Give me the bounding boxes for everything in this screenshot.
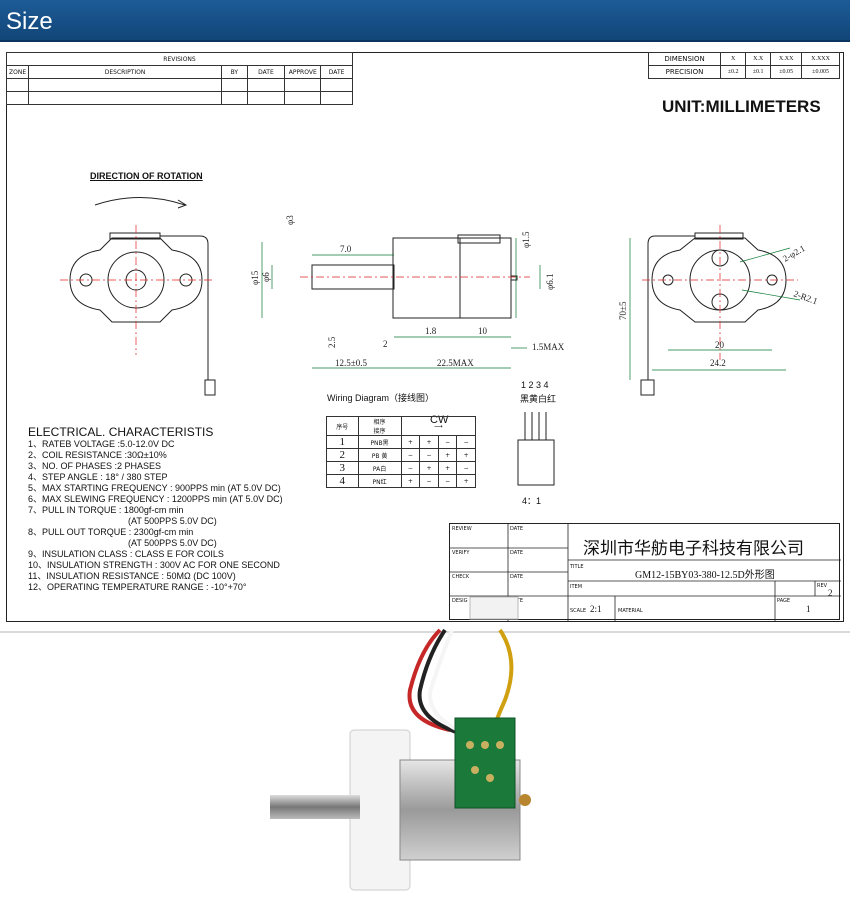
dim-20: 20	[715, 340, 725, 350]
side-view-terminal	[457, 234, 501, 244]
left-view-wire	[160, 235, 209, 380]
dim-2: 2	[383, 339, 388, 349]
left-view-connector	[204, 379, 216, 396]
elec-line-9: 8、PULL OUT TORQUE : 2300gf-cm min	[28, 527, 194, 537]
revisions-table: REVISIONS ZONE DESCRIPTION BY DATE APPRO…	[5, 52, 353, 105]
tb-rev-value: 2	[828, 588, 833, 598]
wire-connector-photo	[469, 596, 519, 620]
dimension-table: DIMENSION X X.X X.XX X.XXX PRECISION ±0.…	[647, 52, 840, 79]
elec-line-6: 6、MAX SLEWING FREQUENCY : 1200PPS min (A…	[28, 494, 283, 504]
motor-shaft-photo	[270, 795, 360, 819]
wiring-row-1-v1: +	[400, 435, 421, 449]
dim-1-5-dia: φ1.5	[521, 231, 531, 248]
right-view-connector	[640, 379, 655, 396]
elec-line-5: 5、MAX STARTING FREQUENCY : 900PPS min (A…	[28, 483, 281, 493]
tb-rev-label: REV	[817, 583, 828, 589]
dim-22-5: 22.5MAX	[437, 358, 474, 368]
tb-verify-date: DATE	[510, 550, 524, 556]
precision-4: ±0.005	[801, 65, 840, 79]
dim-6: φ6	[261, 272, 271, 282]
unit-label: UNIT:MILLIMETERS	[662, 97, 821, 116]
elec-line-10: (AT 500PPS 5.0V DC)	[128, 538, 217, 548]
elec-line-13: 11、INSULATION RESISTANCE : 50MΩ (DC 100V…	[28, 571, 236, 581]
elec-line-7: 7、PULL IN TORQUE : 1800gf-cm min	[28, 505, 184, 515]
section-header: Size	[0, 0, 850, 42]
precision-3: ±0.05	[770, 65, 803, 79]
elec-line-8: (AT 500PPS 5.0V DC)	[128, 516, 217, 526]
center-lines	[60, 225, 798, 360]
dim-1-5max: 1.5MAX	[532, 342, 565, 352]
dim-2-5: 2.5	[327, 336, 337, 348]
tb-review: REVIEW	[452, 526, 472, 532]
dim-12-5: 12.5±0.5	[335, 358, 367, 368]
tb-page-label: PAGE	[777, 598, 791, 604]
gear-ratio: 4：1	[522, 496, 542, 506]
pin-colors: 黑黄白红	[520, 394, 557, 404]
elec-line-1: 1、RATEB VOLTAGE :5.0-12.0V DC	[28, 439, 175, 449]
pin-wires	[524, 412, 547, 440]
rotation-title: DIRECTION OF ROTATION	[90, 171, 203, 181]
electrical-characteristics: ELECTRICAL. CHARACTERISTIS 1、RATEB VOLTA…	[28, 425, 283, 593]
drawing-sheet	[6, 52, 844, 622]
tb-design: DESIG	[452, 598, 468, 604]
company-name: 深圳市华舫电子科技有限公司	[583, 539, 804, 559]
dim-shaft: φ3	[285, 215, 295, 225]
title-block-grid	[450, 524, 841, 621]
rear-bushing-photo	[519, 794, 531, 806]
dim-1-8: 1.8	[425, 326, 437, 336]
wiring-row-4-v2: −	[419, 474, 439, 488]
wiring-table: 序号 相序接序 ⟶ 1 PNB黑 + + − − 2 PB 黄 − − + + …	[326, 416, 477, 488]
tb-title-label: TITLE	[570, 564, 584, 570]
tb-check-date: DATE	[510, 574, 524, 580]
wiring-head-c-text: 接序	[373, 428, 386, 435]
right-view-wire	[647, 235, 695, 380]
tb-page-value: 1	[806, 604, 811, 614]
elec-line-12: 10、INSULATION STRENGTH : 300V AC FOR ONE…	[28, 560, 280, 570]
dim-24-2: 24.2	[710, 358, 726, 368]
section-title: Size	[6, 8, 53, 35]
tb-verify: VERIFY	[452, 550, 470, 556]
pin-numbers: 1 2 3 4	[521, 380, 549, 390]
pcb-photo	[454, 717, 516, 809]
tb-item-label: ITEM	[570, 584, 583, 590]
elec-line-3: 3、NO. OF PHASES :2 PHASES	[28, 461, 162, 471]
tb-review-date: DATE	[510, 526, 524, 532]
pin-connector	[517, 439, 555, 486]
wire-black	[417, 628, 466, 737]
left-view-flange	[69, 237, 203, 323]
rotation-arrow	[94, 197, 186, 206]
tb-material-label: MATERIAL	[618, 608, 643, 614]
dimension-lines	[261, 238, 801, 380]
tb-check: CHECK	[452, 574, 470, 580]
wire-white	[427, 629, 479, 740]
drawing-number: GM12-15BY03-380-12.5D外形图	[635, 570, 775, 581]
side-view-rear-shaft	[510, 275, 518, 281]
divider	[0, 631, 850, 633]
elec-line-14: 12、OPERATING TEMPERATURE RANGE : -10°+70…	[28, 582, 247, 592]
elec-line-4: 4、STEP ANGLE : 18° / 380 STEP	[28, 472, 168, 482]
dim-10: 10	[478, 326, 488, 336]
wiring-row-4-name: PN红	[357, 474, 402, 488]
dim-70: 70±5	[618, 301, 628, 320]
title-block: REVIEW DATE VERIFY DATE CHECK DATE DESIG…	[449, 523, 841, 621]
right-view-boss-1	[711, 249, 729, 267]
elec-line-2: 2、COIL RESISTANCE :30Ω±10%	[28, 450, 167, 460]
wiring-head-b-text: 相序	[373, 419, 386, 426]
wire-red	[407, 628, 451, 732]
wiring-row-4-v1: +	[400, 474, 421, 488]
dim-6-1: φ6.1	[545, 274, 555, 290]
dim-7: 7.0	[340, 244, 352, 254]
rotation-arrow-head	[177, 199, 188, 209]
wiring-row-4-v4: +	[456, 474, 476, 488]
elec-line-11: 9、INSULATION CLASS : CLASS E FOR COILS	[28, 549, 224, 559]
precision-2: ±0.1	[745, 65, 772, 79]
wiring-row-4-n: 4	[326, 474, 359, 488]
tb-scale-value: 2:1	[590, 604, 602, 614]
dim-15: φ15	[250, 270, 260, 285]
electrical-heading: ELECTRICAL. CHARACTERISTIS	[28, 425, 214, 439]
wiring-title: Wiring Diagram（接线图）	[327, 393, 435, 403]
tb-scale-label: SCALE	[570, 608, 587, 614]
